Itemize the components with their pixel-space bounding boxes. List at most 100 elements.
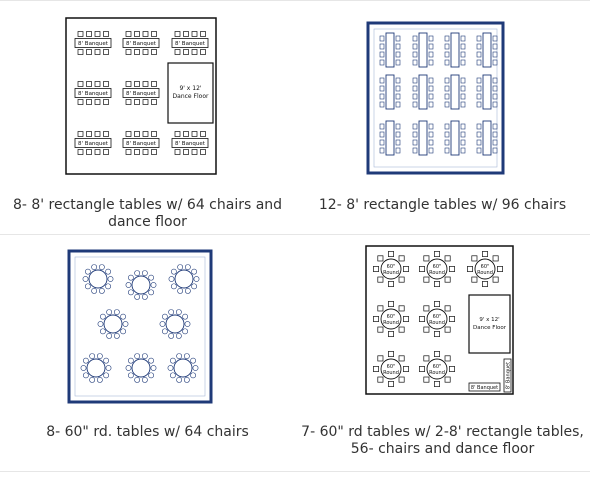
- chair: [176, 353, 183, 360]
- chair: [107, 276, 114, 282]
- chair: [161, 313, 168, 320]
- chair: [77, 99, 84, 105]
- chair: [492, 43, 498, 50]
- chair: [86, 131, 92, 137]
- layout-card-round-banquet-dance[interactable]: 9' x 12' Dance Floor 8' Banquet 8' Banqu…: [295, 235, 590, 471]
- chair: [476, 147, 482, 154]
- dance-floor-label: Dance Floor: [473, 325, 507, 331]
- chair: [492, 51, 498, 58]
- layout-diagram-12-tables: [366, 21, 505, 175]
- chair: [161, 328, 168, 335]
- round-table-label: 60": [481, 264, 490, 270]
- rect-table: [385, 74, 395, 110]
- chair: [476, 131, 482, 138]
- chair: [142, 81, 149, 87]
- chair: [444, 139, 450, 146]
- chair: [105, 365, 112, 371]
- chair: [492, 147, 498, 154]
- chair: [373, 366, 379, 372]
- chair: [82, 372, 89, 379]
- chair: [184, 287, 191, 294]
- layout-caption: 12- 8' rectangle tables w/ 96 chairs: [318, 197, 567, 213]
- chair: [395, 139, 401, 146]
- chair: [403, 266, 409, 272]
- chair: [419, 366, 425, 372]
- chair: [444, 355, 451, 362]
- dance-floor-label-size: 9' x 12': [179, 85, 201, 92]
- chair: [492, 255, 499, 262]
- layout-card-12-tables[interactable]: 12- 8' rectangle tables w/ 96 chairs: [295, 0, 590, 234]
- chair: [150, 365, 157, 371]
- chair: [134, 81, 140, 87]
- chair: [151, 49, 157, 55]
- chair: [125, 49, 132, 55]
- chair: [91, 264, 98, 271]
- chair: [191, 268, 198, 275]
- chair: [492, 35, 498, 42]
- round-table-label: Round: [477, 270, 493, 276]
- layout-caption: 7- 60" rd tables w/ 2-8' rectangle table…: [301, 424, 584, 457]
- chair: [105, 283, 112, 290]
- chair: [142, 149, 149, 155]
- chair: [471, 255, 478, 262]
- banquet-table-label: 8' Banquet: [506, 362, 512, 389]
- chair: [482, 281, 488, 287]
- chair: [403, 366, 409, 372]
- rect-table: [450, 74, 460, 110]
- chair: [476, 123, 482, 130]
- rect-table: [418, 74, 428, 110]
- chair: [412, 93, 418, 100]
- chair: [191, 49, 198, 55]
- chair: [379, 101, 385, 108]
- chair: [388, 351, 394, 357]
- chair: [86, 31, 92, 37]
- chair: [134, 149, 140, 155]
- chair: [99, 313, 106, 320]
- chair: [167, 365, 174, 371]
- chair: [94, 81, 101, 87]
- chair: [428, 51, 434, 58]
- chair: [467, 266, 473, 272]
- banquet-table: [74, 38, 112, 48]
- banquet-table: [171, 38, 209, 48]
- chair: [395, 51, 401, 58]
- chair: [395, 43, 401, 50]
- chair: [377, 376, 384, 383]
- chair: [444, 59, 450, 66]
- chair: [168, 332, 175, 339]
- chair: [141, 353, 148, 360]
- chair: [476, 139, 482, 146]
- chair: [444, 123, 450, 130]
- chair: [89, 353, 96, 360]
- chair: [183, 31, 189, 37]
- banquet-table-label: 8' Banquet: [126, 41, 157, 47]
- chair: [460, 93, 466, 100]
- chair: [412, 85, 418, 92]
- chair: [113, 332, 120, 339]
- banquet-table: [122, 138, 160, 148]
- chair: [379, 43, 385, 50]
- chair: [398, 305, 405, 312]
- chair: [428, 101, 434, 108]
- banquet-table-label: 8' Banquet: [78, 91, 109, 97]
- chair: [423, 355, 430, 362]
- chair: [120, 313, 127, 320]
- rect-table: [450, 32, 460, 68]
- banquet-table-label: 8' Banquet: [126, 91, 157, 97]
- chair: [200, 149, 206, 155]
- banquet-table: [74, 88, 112, 98]
- round-table-label: Round: [383, 370, 399, 376]
- chair: [142, 99, 149, 105]
- chair: [434, 351, 440, 357]
- chair: [434, 331, 440, 337]
- chair: [403, 316, 409, 322]
- chair: [379, 123, 385, 130]
- chair: [379, 139, 385, 146]
- chair: [460, 123, 466, 130]
- chair: [379, 93, 385, 100]
- chair: [492, 59, 498, 66]
- chair: [148, 357, 155, 364]
- chair: [170, 268, 177, 275]
- layout-card-8-round[interactable]: 8- 60" rd. tables w/ 64 chairs: [0, 235, 295, 471]
